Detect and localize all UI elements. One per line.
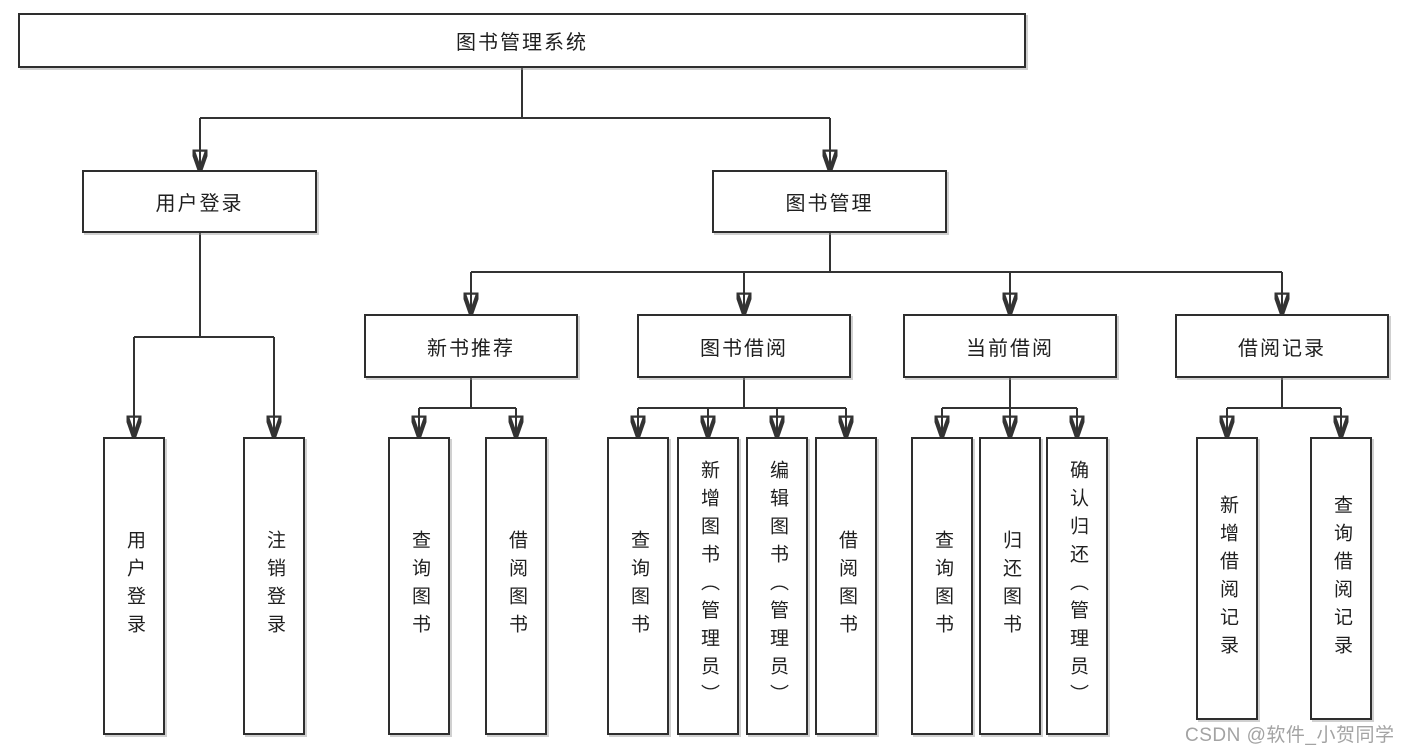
node-label: 注销登录 <box>263 530 285 642</box>
node-label: 查询图书 <box>931 530 953 642</box>
csdn-watermark: CSDN @软件_小贺同学 <box>1185 725 1395 746</box>
node-query-books-current: 查询图书 <box>911 437 973 735</box>
node-confirm-return-admin: 确认归还（管理员） <box>1046 437 1108 735</box>
node-return-books: 归还图书 <box>979 437 1041 735</box>
node-user-login: 用户登录 <box>103 437 165 735</box>
node-book-borrowing: 图书借阅 <box>637 314 851 378</box>
node-edit-books-admin: 编辑图书（管理员） <box>746 437 808 735</box>
node-label: 新增借阅记录 <box>1216 494 1238 663</box>
node-book-management: 图书管理 <box>712 170 947 233</box>
node-label: 用户登录 <box>155 193 244 215</box>
node-label: 图书管理 <box>785 193 874 215</box>
node-label: 借阅图书 <box>505 530 527 642</box>
node-library-management-system: 图书管理系统 <box>18 13 1026 68</box>
node-label: 新增图书（管理员） <box>697 460 719 712</box>
node-borrow-books: 借阅图书 <box>815 437 877 735</box>
node-query-books-recommend: 查询图书 <box>388 437 450 735</box>
node-new-book-recommendation: 新书推荐 <box>364 314 578 378</box>
node-label: 确认归还（管理员） <box>1066 460 1088 712</box>
node-add-books-admin: 新增图书（管理员） <box>677 437 739 735</box>
node-user-login-group: 用户登录 <box>82 170 317 233</box>
node-logout: 注销登录 <box>243 437 305 735</box>
node-label: 图书借阅 <box>700 337 788 360</box>
node-add-borrow-record: 新增借阅记录 <box>1196 437 1258 720</box>
node-label: 借阅记录 <box>1238 337 1326 360</box>
node-borrowing-records: 借阅记录 <box>1175 314 1389 378</box>
node-label: 查询借阅记录 <box>1330 494 1352 663</box>
node-label: 当前借阅 <box>966 337 1054 360</box>
node-current-borrowing: 当前借阅 <box>903 314 1117 378</box>
node-query-books-borrow: 查询图书 <box>607 437 669 735</box>
node-label: 图书管理系统 <box>456 32 588 54</box>
node-label: 借阅图书 <box>835 530 857 642</box>
node-label: 查询图书 <box>627 530 649 642</box>
node-label: 归还图书 <box>999 530 1021 642</box>
node-label: 用户登录 <box>123 530 145 642</box>
node-borrow-books-recommend: 借阅图书 <box>485 437 547 735</box>
node-label: 新书推荐 <box>427 337 515 360</box>
node-label: 编辑图书（管理员） <box>766 460 788 712</box>
node-label: 查询图书 <box>408 530 430 642</box>
node-query-borrow-record: 查询借阅记录 <box>1310 437 1372 720</box>
